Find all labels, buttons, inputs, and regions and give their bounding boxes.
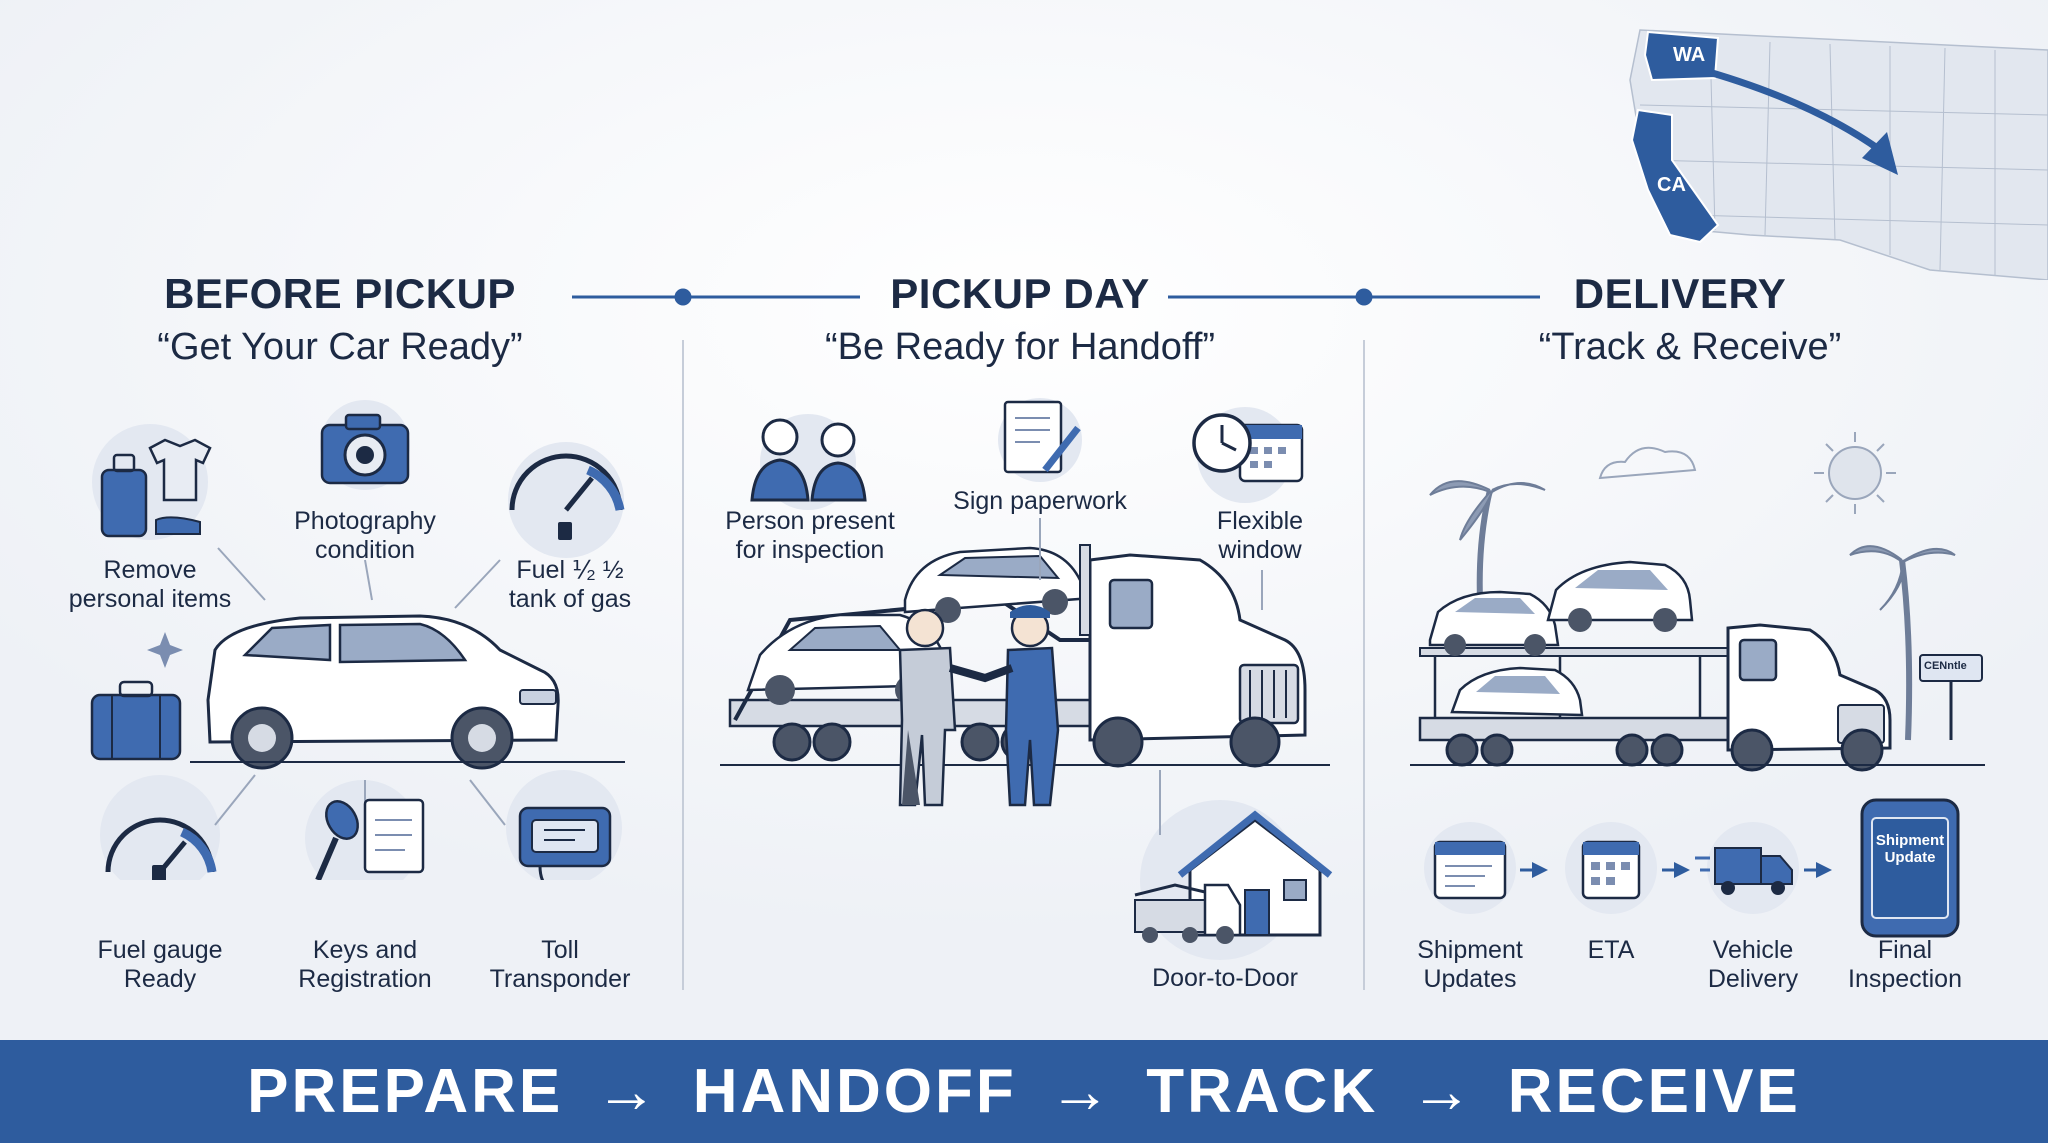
paperwork-pen-icon	[1003, 400, 1081, 474]
section-title-before-pickup: BEFORE PICKUP	[164, 270, 516, 317]
people-icon	[750, 418, 867, 502]
suv-illustration	[206, 614, 560, 770]
step-receive: RECEIVE	[1507, 1057, 1801, 1126]
step-arrow: →	[595, 1057, 661, 1126]
delivery-truck-icon	[1695, 847, 1793, 895]
label-door-to-door: Door-to-Door	[1152, 964, 1298, 992]
palm-trees	[1429, 480, 1956, 741]
toll-transponder-icon	[518, 806, 612, 880]
section-title-delivery: DELIVERY	[1573, 270, 1787, 317]
luggage-clothes-icon	[100, 438, 212, 538]
step-prepare: PREPARE	[247, 1057, 564, 1126]
street-sign-label: CENntle	[1924, 660, 1967, 672]
house-truck-icon	[1134, 810, 1333, 944]
delivery-carrier-truck	[1418, 560, 1892, 772]
pickup-day-illustration	[720, 398, 1333, 960]
label-eta: ETA	[1587, 936, 1635, 964]
handoff-people	[898, 605, 1060, 807]
before-pickup-illustration	[90, 400, 625, 880]
step-track: TRACK	[1146, 1057, 1379, 1126]
step-arrow: →	[1410, 1057, 1476, 1126]
route-arrow	[1694, 64, 1883, 153]
calendar-icon	[1581, 840, 1641, 900]
step-arrow: →	[1049, 1057, 1115, 1126]
ca-state	[1630, 108, 1720, 244]
step-handoff: HANDOFF	[692, 1057, 1017, 1126]
phone-icon	[1860, 798, 1960, 938]
timeline-connector	[572, 288, 1540, 306]
label-sign-paperwork: Sign paperwork	[953, 487, 1127, 515]
fuel-gauge-icon	[509, 453, 625, 540]
keys-document-icon	[315, 798, 425, 880]
delivery-illustration	[1410, 432, 1985, 938]
section-subtitle-pickup-day: “Be Ready for Handoff”	[824, 326, 1216, 368]
section-subtitle-delivery: “Track & Receive”	[1538, 326, 1842, 368]
map-destination-label: CA	[1657, 174, 1686, 196]
us-map	[1629, 29, 2048, 280]
fuel-gauge-icon-bottom	[105, 817, 217, 880]
suitcase-icon	[90, 680, 182, 761]
section-title-pickup-day: PICKUP DAY	[890, 270, 1150, 317]
process-steps: PREPARE → HANDOFF → TRACK → RECEIVE	[0, 1040, 2048, 1143]
camera-icon	[320, 413, 410, 485]
updates-calendar-icon	[1433, 840, 1507, 900]
process-banner: PREPARE → HANDOFF → TRACK → RECEIVE	[0, 1040, 2048, 1143]
clock-calendar-icon	[1192, 413, 1304, 483]
section-subtitle-before-pickup: “Get Your Car Ready”	[157, 326, 523, 368]
map-origin-label: WA	[1673, 44, 1706, 66]
